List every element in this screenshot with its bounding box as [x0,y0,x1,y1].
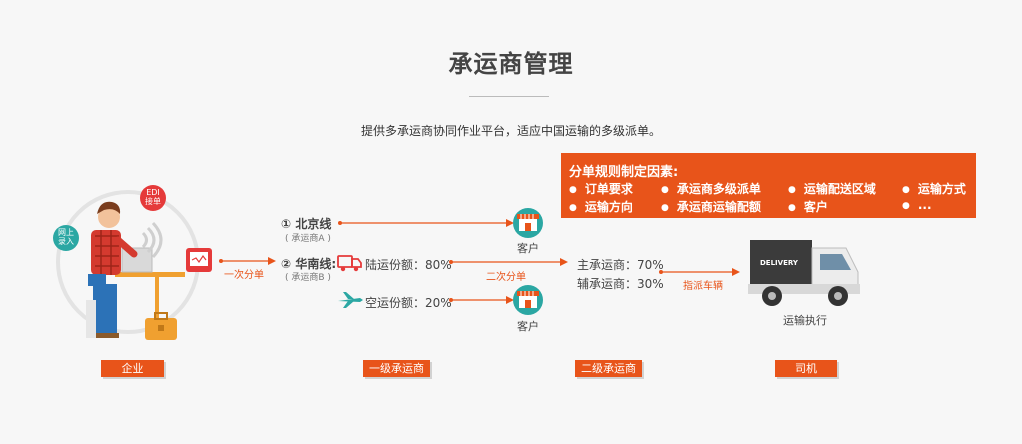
huanan-line-carrier: ( 承运商B ) [285,270,331,283]
beijing-line-carrier: ( 承运商A ) [285,231,331,244]
customer-label: 客户 [517,240,539,256]
airplane-icon [338,292,363,308]
customer-label: 客户 [517,318,539,334]
edi-badge-text: EDI 接单 [145,188,161,206]
first-dispatch-label: 一次分单 [224,266,264,281]
aux-carrier-quota: 辅承运商：30% [577,275,664,292]
assign-vehicle-label: 指派车辆 [683,277,723,292]
store-icon [513,208,543,238]
stage-second-level-carrier: 二级承运商 [575,360,642,377]
store-icon [513,285,543,315]
truck-icon [338,256,361,271]
monitor-icon [186,248,212,272]
stage-enterprise: 企业 [101,360,164,377]
stage-driver: 司机 [775,360,837,377]
truck-sign: DELIVERY [760,259,798,267]
edi-badge: EDI 接单 [140,188,166,206]
land-quota: 陆运份额：80% [365,256,452,273]
stage-first-level-carrier: 一级承运商 [363,360,430,377]
main-carrier-quota: 主承运商：70% [577,256,664,273]
online-entry-badge: 网上 录入 [53,228,79,246]
air-quota: 空运份额：20% [365,294,452,311]
transport-execution-label: 运输执行 [783,312,827,328]
beijing-line-label: ① 北京线 [281,215,331,232]
second-dispatch-label: 二次分单 [486,268,526,283]
online-entry-badge-text: 网上 录入 [58,228,74,246]
delivery-truck-icon [748,240,860,306]
